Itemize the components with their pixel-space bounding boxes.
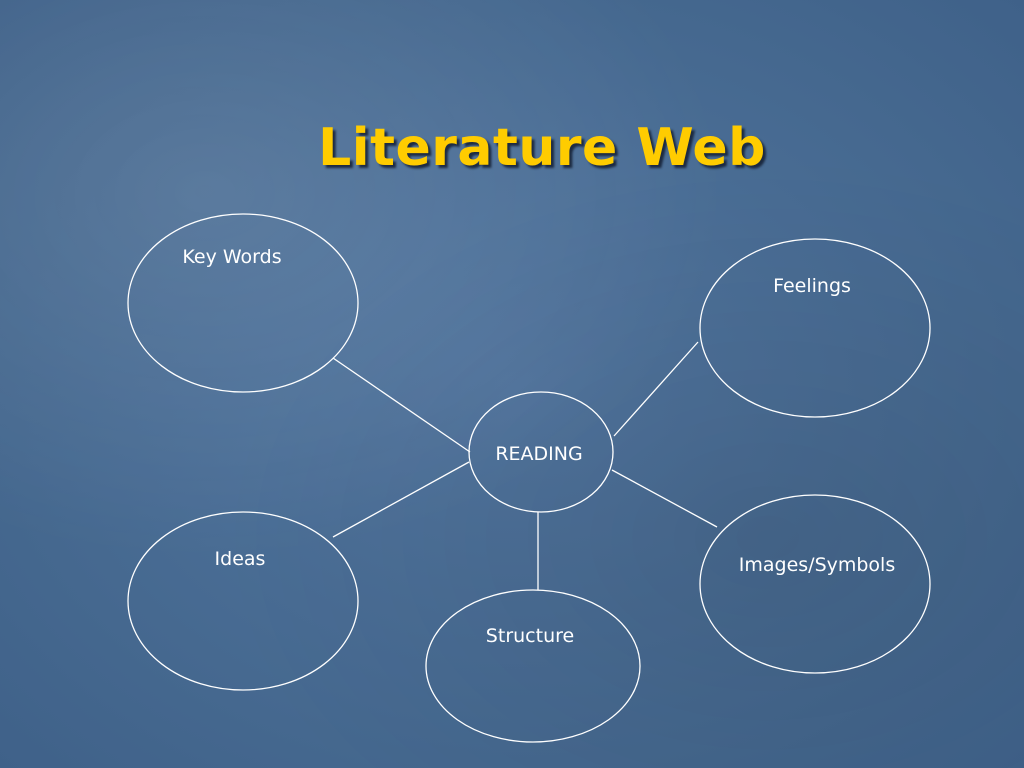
connector-ideas bbox=[332, 461, 470, 538]
node-key-words-ellipse bbox=[127, 213, 359, 393]
node-ideas-ellipse bbox=[127, 511, 359, 691]
slide-title: Literature Web bbox=[318, 118, 766, 178]
node-images-symbols-ellipse bbox=[699, 494, 931, 674]
node-reading-ellipse bbox=[468, 391, 614, 513]
node-structure-label: Structure bbox=[485, 625, 575, 647]
node-key-words-label: Key Words bbox=[182, 246, 282, 268]
node-ideas-label: Ideas bbox=[214, 548, 266, 570]
connector-key-words bbox=[332, 357, 471, 453]
connector-images-symbols bbox=[611, 469, 718, 528]
node-images-symbols-label: Images/Symbols bbox=[738, 554, 896, 576]
node-feelings-ellipse bbox=[699, 238, 931, 418]
connector-feelings bbox=[613, 341, 699, 437]
node-structure-ellipse bbox=[425, 589, 641, 743]
node-feelings-label: Feelings bbox=[773, 275, 851, 297]
node-reading-label: READING bbox=[495, 443, 583, 465]
